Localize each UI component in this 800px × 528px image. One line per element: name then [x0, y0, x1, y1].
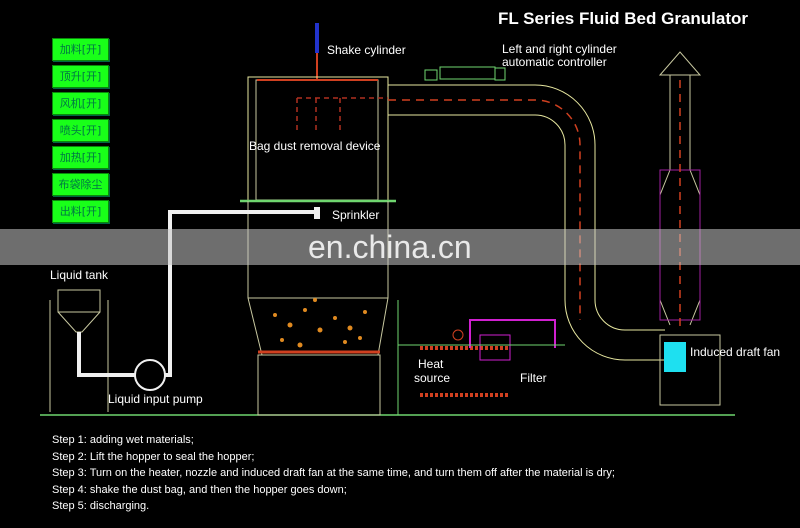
- button-nozzle[interactable]: 喷头[开]: [52, 119, 109, 142]
- label-liquid-tank: Liquid tank: [50, 268, 109, 282]
- step-5: Step 5: discharging.: [52, 500, 150, 513]
- material-particles: [273, 298, 367, 348]
- step-1: Step 1: adding wet materials;: [52, 434, 194, 446]
- step-4: Step 4: shake the dust bag, and then the…: [52, 483, 347, 496]
- button-fan[interactable]: 风机[开]: [52, 92, 109, 115]
- label-induced-fan: Induced draft fan: [690, 345, 781, 359]
- filter: [479, 334, 511, 361]
- chimney-cap: [658, 51, 702, 76]
- steps-list: Step 1: adding wet materials; Step 2: Li…: [52, 432, 615, 515]
- label-filter: Filter: [520, 371, 547, 385]
- label-shake-cylinder: Shake cylinder: [327, 43, 406, 57]
- button-discharge[interactable]: 出料[开]: [52, 200, 109, 223]
- button-heat[interactable]: 加热[开]: [52, 146, 109, 169]
- watermark-band: [0, 229, 800, 265]
- label-sprinkler: Sprinkler: [332, 208, 380, 222]
- watermark: en.china.cn: [308, 229, 472, 265]
- shake-cylinder: [315, 23, 319, 53]
- induced-draft-fan: [664, 342, 686, 372]
- label-liquid-pump: Liquid input pump: [108, 392, 203, 406]
- label-bag-dust: Bag dust removal device: [249, 139, 381, 153]
- label-controller-2: automatic controller: [502, 55, 607, 69]
- controller-cylinder: [439, 66, 496, 80]
- button-lift[interactable]: 顶升[开]: [52, 65, 109, 88]
- step-3: Step 3: Turn on the heater, nozzle and i…: [52, 467, 615, 480]
- button-bag-dust[interactable]: 布袋除尘: [52, 173, 109, 196]
- button-feed[interactable]: 加料[开]: [52, 38, 109, 61]
- label-heat-source-1: Heat: [418, 357, 444, 371]
- sprinkler-nozzle: [314, 207, 320, 219]
- step-2: Step 2: Lift the hopper to seal the hopp…: [52, 450, 255, 463]
- liquid-pump: [134, 359, 166, 391]
- label-heat-source-2: source: [414, 371, 451, 385]
- label-controller-1: Left and right cylinder: [502, 42, 617, 56]
- page-title: FL Series Fluid Bed Granulator: [498, 9, 749, 28]
- liquid-tank: [49, 289, 109, 412]
